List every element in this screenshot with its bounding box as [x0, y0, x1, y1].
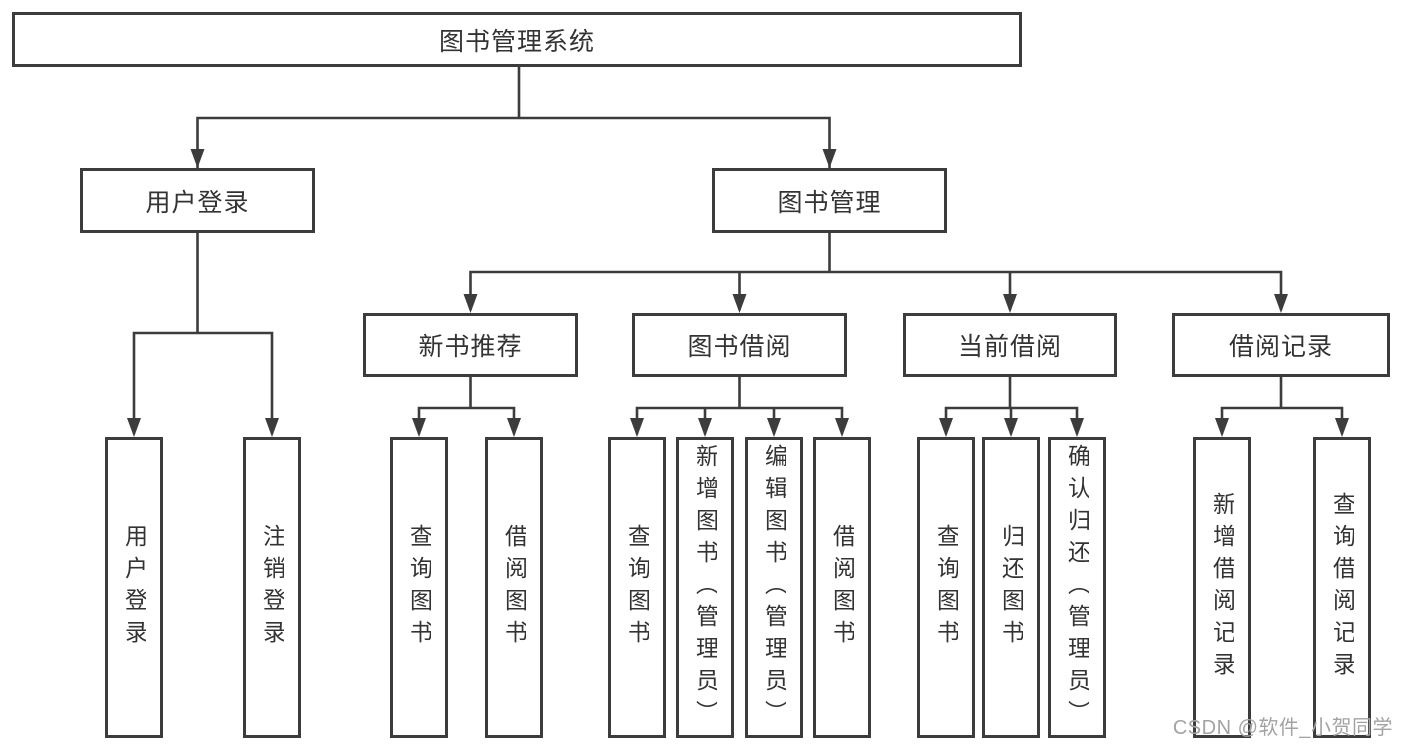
- node-label: 查询图书: [407, 523, 431, 652]
- node-book-management-module: 图书管理: [712, 168, 947, 233]
- node-label: 借阅图书: [502, 523, 526, 652]
- node-label: 用户登录: [122, 523, 146, 652]
- node-label: 归还图书: [999, 523, 1023, 652]
- leaf-user-login: 用户登录: [105, 437, 163, 738]
- node-label: 图书管理: [777, 188, 882, 217]
- leaf-logout: 注销登录: [243, 437, 301, 738]
- node-book-borrowing: 图书借阅: [632, 313, 847, 377]
- node-current-borrowing: 当前借阅: [903, 313, 1117, 377]
- leaf-borrow-books: 借阅图书: [813, 437, 871, 738]
- node-label: 注销登录: [260, 523, 284, 652]
- leaf-edit-books-admin: 编辑图书（管理员）: [745, 437, 803, 738]
- leaf-return-books: 归还图书: [982, 437, 1040, 738]
- node-label: 确认归还（管理员）: [1065, 443, 1089, 732]
- node-label: 借阅记录: [1228, 333, 1333, 361]
- node-label: 新增借阅记录: [1210, 491, 1234, 684]
- leaf-query-borrow-record: 查询借阅记录: [1313, 437, 1371, 738]
- node-label: 图书借阅: [687, 333, 792, 361]
- leaf-query-books: 查询图书: [608, 437, 666, 738]
- node-label: 查询图书: [934, 523, 958, 652]
- leaf-query-books-recommend: 查询图书: [390, 437, 448, 738]
- node-user-login-module: 用户登录: [80, 168, 315, 233]
- node-label: 新书推荐: [418, 333, 523, 361]
- node-new-book-recommend: 新书推荐: [363, 313, 578, 377]
- node-label: 查询图书: [625, 523, 649, 652]
- leaf-confirm-return-admin: 确认归还（管理员）: [1048, 437, 1106, 738]
- leaf-borrow-books-recommend: 借阅图书: [485, 437, 543, 738]
- node-label: 当前借阅: [957, 333, 1062, 361]
- leaf-add-borrow-record: 新增借阅记录: [1193, 437, 1251, 738]
- node-label: 编辑图书（管理员）: [762, 443, 786, 732]
- node-root-system: 图书管理系统: [12, 12, 1022, 67]
- node-label: 用户登录: [145, 188, 250, 217]
- node-borrowing-records: 借阅记录: [1172, 313, 1390, 377]
- node-label: 借阅图书: [830, 523, 854, 652]
- leaf-add-books-admin: 新增图书（管理员）: [676, 437, 734, 738]
- leaf-query-books-current: 查询图书: [917, 437, 975, 738]
- node-label: 新增图书（管理员）: [693, 443, 717, 732]
- csdn-watermark: CSDN @软件_小贺同学: [1172, 717, 1393, 739]
- node-label: 图书管理系统: [438, 27, 595, 56]
- node-label: 查询借阅记录: [1330, 491, 1354, 684]
